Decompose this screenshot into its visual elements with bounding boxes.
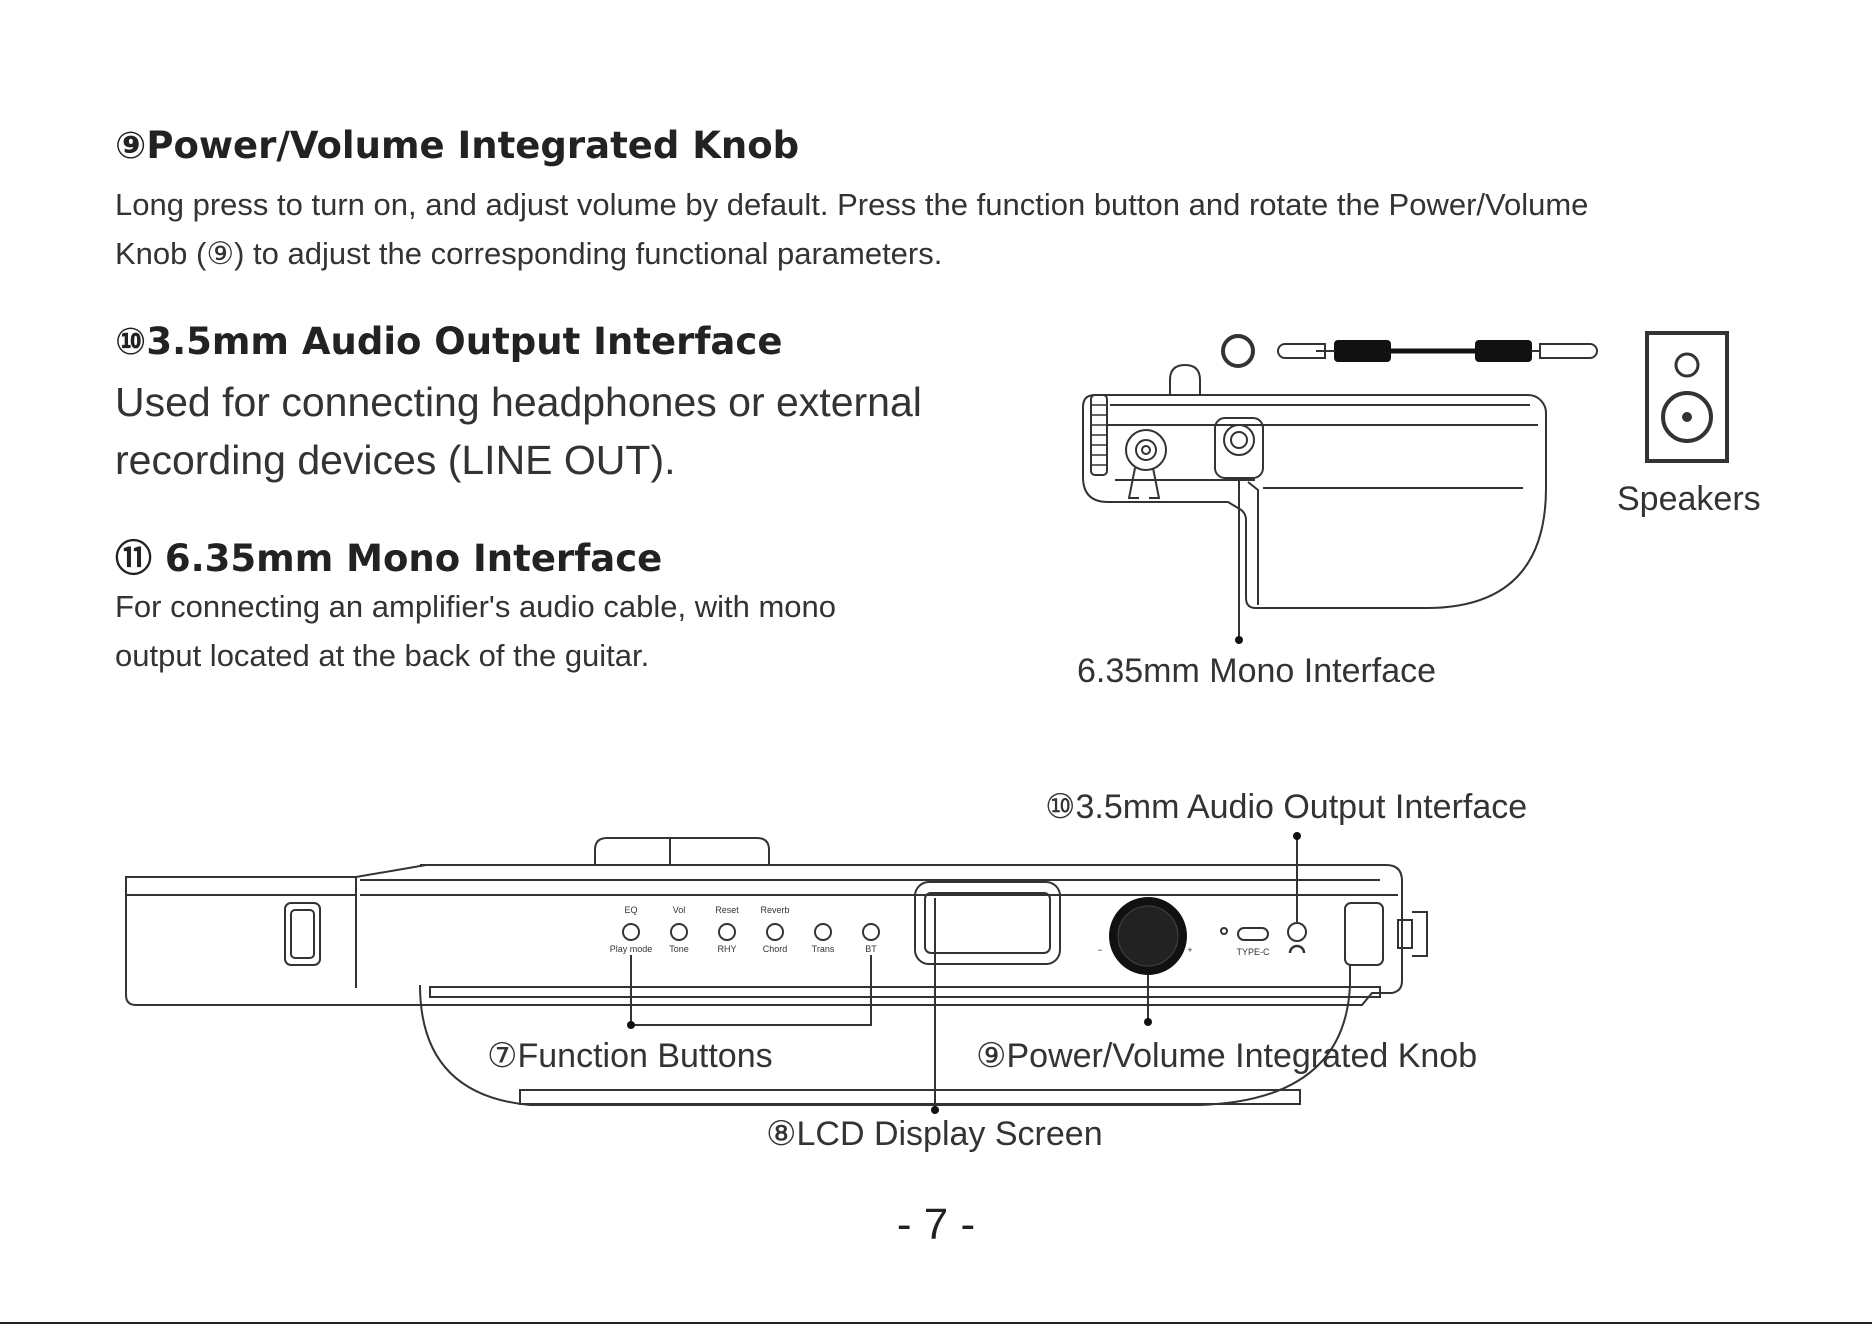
button-label-vol: Vol [673,905,686,915]
function-buttons-label: ⑦Function Buttons [487,1037,773,1075]
body-top-view-figure [125,836,1428,1110]
button-label-bt: BT [865,944,877,954]
audio-output-label: ⑩3.5mm Audio Output Interface [1045,788,1528,826]
button-label-reverb: Reverb [760,905,789,915]
mono-interface-label: 6.35mm Mono Interface [1077,652,1437,690]
function-button-labels: EQ Vol Reset Reverb Play mode Tone RHY C… [610,905,1270,957]
audio-cable-icon [1277,340,1598,362]
paragraph-line: Used for connecting headphones or extern… [115,379,922,425]
type-c-label: TYPE-C [1236,947,1270,957]
lcd-label: ⑧LCD Display Screen [766,1115,1103,1153]
paragraph-line: Long press to turn on, and adjust volume… [115,187,1589,222]
heading-mono-interface: ⑪ 6.35mm Mono Interface [115,537,663,580]
button-label-play-mode: Play mode [610,944,653,954]
paragraph-line: For connecting an amplifier's audio cabl… [115,589,837,624]
page-number: - 7 - [896,1200,976,1249]
paragraph-line: Knob (⑨) to adjust the corresponding fun… [115,236,943,271]
button-label-trans: Trans [812,944,835,954]
speakers-label: Speakers [1617,480,1761,518]
paragraph-power-volume-knob: Long press to turn on, and adjust volume… [115,180,1835,278]
button-label-rhy: RHY [717,944,736,954]
paragraph-audio-output: Used for connecting headphones or extern… [115,373,1015,489]
button-label-tone: Tone [669,944,689,954]
button-label-reset: Reset [715,905,739,915]
page-bottom-rule [0,1322,1872,1324]
knob-plus-label: + [1187,945,1192,955]
paragraph-line: recording devices (LINE OUT). [115,437,676,483]
heading-audio-output: ⑩3.5mm Audio Output Interface [115,320,783,363]
paragraph-mono-interface: For connecting an amplifier's audio cabl… [115,582,1015,680]
speaker-icon [1645,331,1729,463]
button-label-chord: Chord [763,944,788,954]
paragraph-line: output located at the back of the guitar… [115,638,650,673]
knob-label: ⑨Power/Volume Integrated Knob [976,1037,1478,1075]
heading-power-volume-knob: ⑨Power/Volume Integrated Knob [115,124,800,167]
knob-minus-label: − [1097,945,1102,955]
end-view-figure [1082,334,1598,640]
button-label-eq: EQ [624,905,637,915]
